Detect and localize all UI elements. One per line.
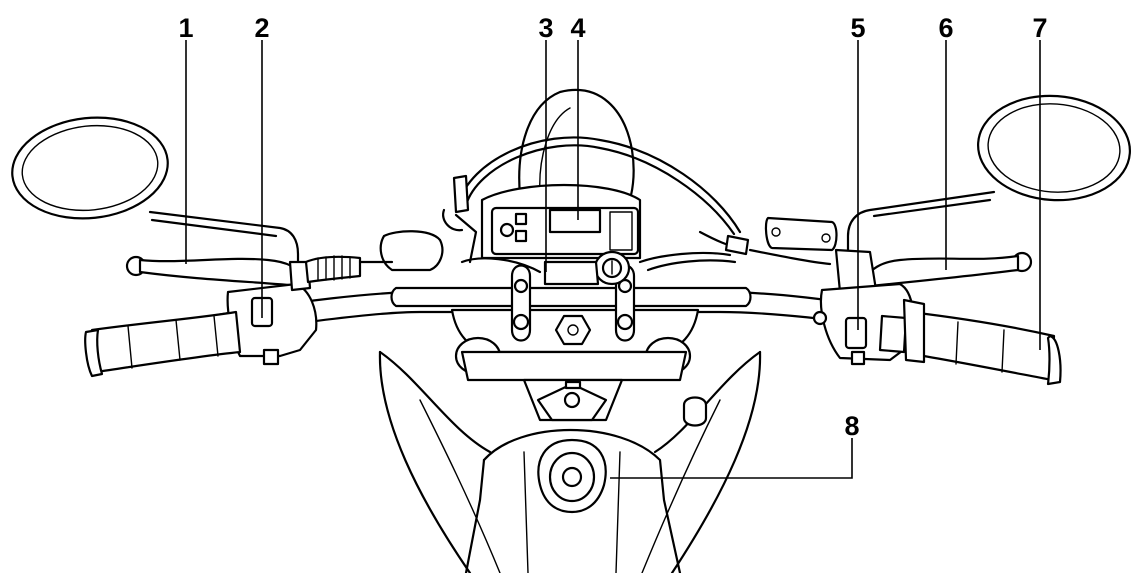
left-grip [84,310,242,378]
left-switch-housing [358,230,444,272]
front-brake-lever [864,251,1033,288]
callout-2: 2 [254,13,269,43]
callout-7: 7 [1032,13,1047,43]
right-grip [902,298,1062,386]
fuel-tank [378,350,762,573]
callout-leaders [185,40,1041,479]
callout-4: 4 [570,13,585,43]
callout-8: 8 [844,411,859,441]
callout-3: 3 [538,13,553,43]
callout-labels: 1 2 3 4 5 6 7 8 [178,13,1047,441]
clutch-lever [125,255,306,288]
fuel-tank-cap [537,438,607,514]
brake-fluid-reservoir [764,216,838,252]
triple-clamp [450,264,708,427]
cables [442,136,832,274]
instrument-cluster [480,183,642,260]
callout-6: 6 [938,13,953,43]
callout-1: 1 [178,13,193,43]
left-mirror [11,116,300,272]
right-mirror [846,94,1132,254]
callout-5: 5 [850,13,865,43]
main-switch [543,250,631,286]
